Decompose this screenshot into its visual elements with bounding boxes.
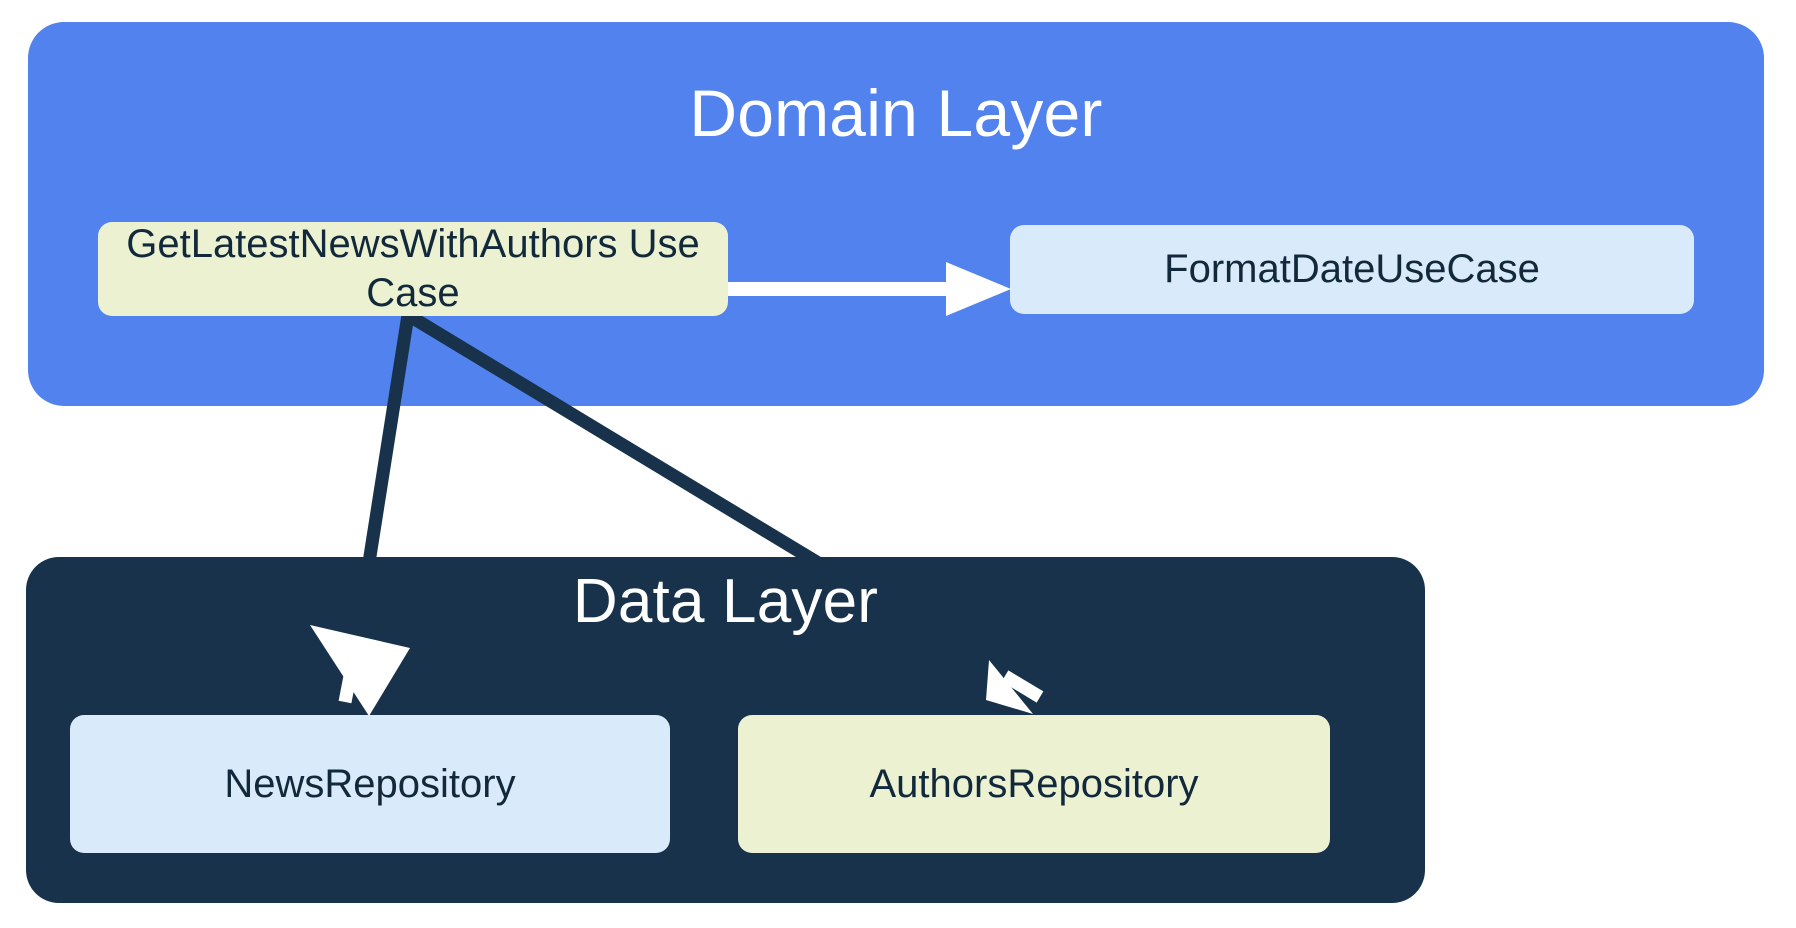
node-authors-repository-label: AuthorsRepository (869, 761, 1199, 806)
node-news-repository-label: NewsRepository (224, 761, 516, 806)
domain-layer-container: Domain Layer (28, 22, 1764, 406)
node-format-date-use-case-label: FormatDateUseCase (1164, 247, 1540, 292)
node-get-latest-news-with-authors-use-case-label: GetLatestNewsWithAuthors Use Case (126, 222, 700, 315)
node-get-latest-news-with-authors-use-case[interactable]: GetLatestNewsWithAuthors Use Case (98, 222, 728, 316)
data-layer-container: Data Layer NewsRepository AuthorsReposit… (26, 557, 1425, 903)
node-format-date-use-case[interactable]: FormatDateUseCase (1010, 225, 1694, 314)
node-authors-repository[interactable]: AuthorsRepository (738, 715, 1330, 853)
node-news-repository[interactable]: NewsRepository (70, 715, 670, 853)
data-layer-title: Data Layer (572, 567, 879, 636)
domain-layer-title: Domain Layer (689, 76, 1103, 150)
